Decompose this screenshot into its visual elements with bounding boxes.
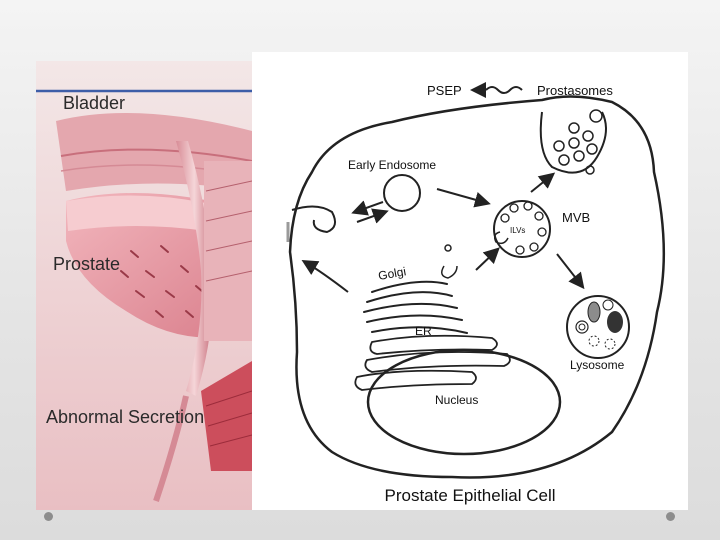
lysosome-content-3 xyxy=(602,299,614,311)
lower-tissue-lines xyxy=(205,390,252,447)
mvb-budding xyxy=(493,231,509,245)
mvb-ilvs xyxy=(500,201,547,255)
lysosome-content-1 xyxy=(587,301,601,323)
urethra xyxy=(176,141,213,396)
label-prostasomes: Prostasomes xyxy=(537,83,613,98)
lysosome-content-4 xyxy=(575,320,589,334)
prostasome-pocket xyxy=(539,111,607,174)
early-endosome xyxy=(383,174,421,212)
pathway-arrows xyxy=(301,172,585,293)
label-psep: PSEP xyxy=(427,83,462,98)
prostasome-vesicles xyxy=(553,109,603,175)
duct xyxy=(153,395,189,502)
slide-dot-left xyxy=(44,512,53,521)
lower-tissue xyxy=(201,361,252,471)
label-nucleus: Nucleus xyxy=(435,393,478,407)
wall-stripe xyxy=(60,148,252,162)
label-bladder: Bladder xyxy=(63,93,126,113)
label-early-endosome: Early Endosome xyxy=(348,158,436,172)
label-mvb: MVB xyxy=(562,210,590,225)
lysosome-content-7 xyxy=(604,338,616,350)
psep-wave xyxy=(485,86,523,94)
endoplasmic-reticulum xyxy=(354,334,511,391)
endocytic-pit xyxy=(291,205,337,234)
bladder-wall xyxy=(56,113,252,191)
diagram-caption: Prostate Epithelial Cell xyxy=(384,486,556,505)
golgi-vesicle-2 xyxy=(441,265,458,279)
anatomy-drawing xyxy=(36,61,252,510)
cell-diagram: PSEP Prostasomes Early Endosome MVB ILVs… xyxy=(286,82,666,479)
golgi-stack xyxy=(363,280,468,334)
label-golgi: Golgi xyxy=(377,264,407,283)
label-lysosome: Lysosome xyxy=(570,358,625,372)
gland-marks xyxy=(120,245,204,318)
label-er: ER xyxy=(415,324,432,338)
cell-diagram-panel: PSEP Prostasomes Early Endosome MVB ILVs… xyxy=(252,52,688,510)
label-abnormal-secretion: Abnormal Secretion xyxy=(46,407,205,427)
prostate-top xyxy=(66,195,206,231)
mvb xyxy=(493,200,551,258)
label-ilvs: ILVs xyxy=(510,226,525,235)
lysosome-content-6 xyxy=(588,335,600,347)
tissue-lines xyxy=(205,180,252,282)
slide-dot-right xyxy=(666,512,675,521)
cell-membrane xyxy=(288,95,666,479)
lysosome-content-5 xyxy=(578,323,586,331)
golgi-vesicle-1 xyxy=(444,244,452,252)
anatomy-illustration: Bladder Prostate Abnormal Secretion xyxy=(36,61,252,510)
lysosome xyxy=(566,295,630,359)
lysosome-content-2 xyxy=(607,311,623,333)
label-prostate: Prostate xyxy=(53,254,121,274)
tissue-block xyxy=(204,161,252,341)
nucleus xyxy=(366,348,562,456)
